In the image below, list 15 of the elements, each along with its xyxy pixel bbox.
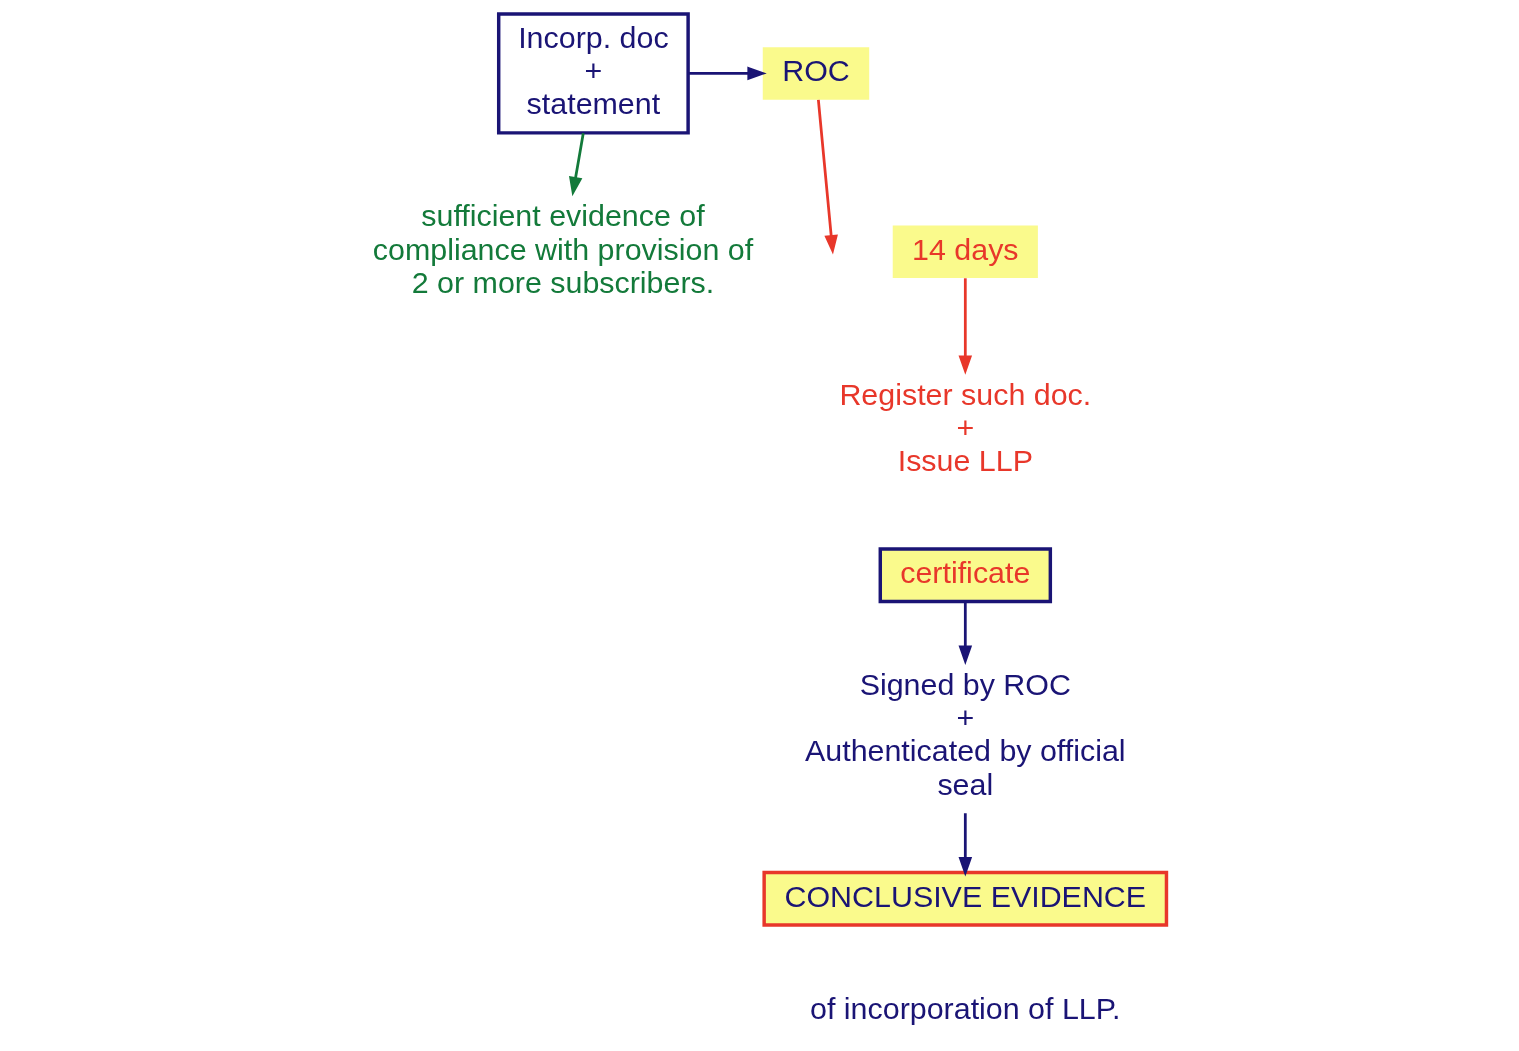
node-box: 14 days xyxy=(892,225,1038,278)
arrow xyxy=(687,66,767,81)
arrow xyxy=(568,133,585,197)
node-text: sufficient evidence of compliance with provision of 2 or more subscribers. xyxy=(372,198,753,299)
arrow xyxy=(958,813,972,877)
node-box: ROC xyxy=(762,47,869,100)
node-text: Signed by ROC + Authenticated by official seal xyxy=(804,667,1126,801)
node-box: CONCLUSIVE EVIDENCE xyxy=(761,870,1168,927)
node-box: Incorp. doc + statement xyxy=(496,12,690,135)
arrow xyxy=(816,99,838,255)
node-text: Register such doc. + Issue LLP xyxy=(838,376,1091,478)
arrow xyxy=(958,601,972,665)
node-label: of incorporation of LLP. xyxy=(809,990,1121,1025)
arrow xyxy=(958,278,972,375)
node-box: certificate xyxy=(878,547,1052,604)
